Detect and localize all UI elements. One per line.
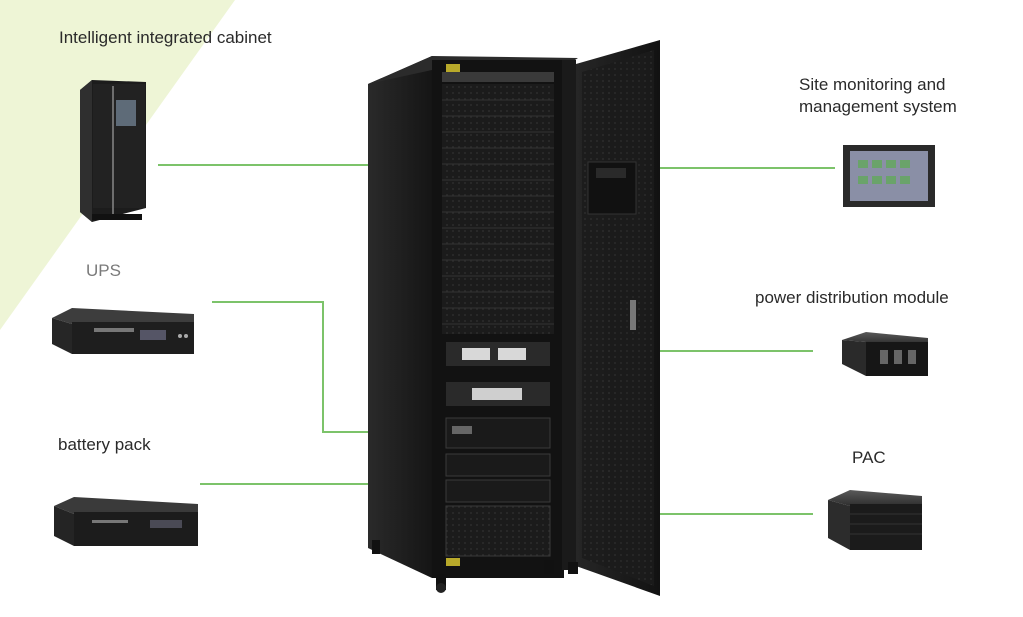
small-cabinet-image	[80, 80, 146, 222]
ups-unit-image	[52, 308, 194, 354]
rack-units	[442, 64, 554, 566]
label-battery-pack: battery pack	[58, 435, 151, 454]
battery-pack-image	[54, 497, 198, 546]
label-pac: PAC	[852, 448, 886, 467]
label-intelligent-cabinet: Intelligent integrated cabinet	[59, 28, 272, 47]
label-power-distribution: power distribution module	[755, 288, 949, 307]
label-ups: UPS	[86, 261, 121, 280]
label-site-monitoring-line1: Site monitoring and	[799, 75, 946, 94]
pac-unit-image	[828, 490, 922, 550]
power-distribution-module-image	[842, 332, 928, 376]
label-site-monitoring-line2: management system	[799, 97, 957, 116]
main-cabinet-image	[368, 40, 660, 596]
monitoring-screen-image	[843, 145, 935, 207]
